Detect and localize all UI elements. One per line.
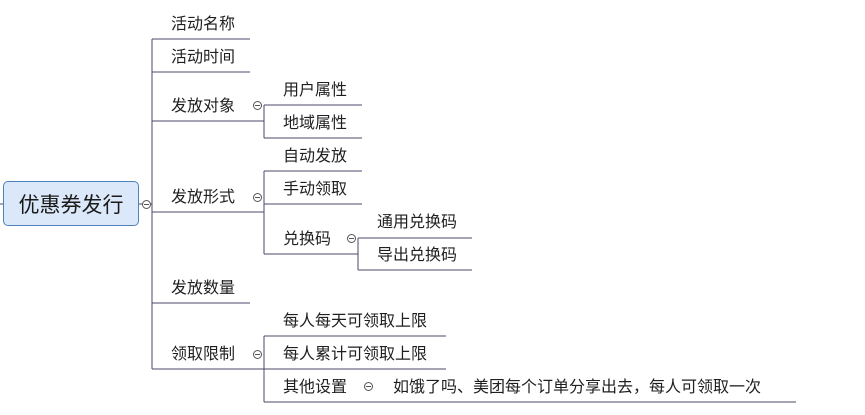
topic-claim-limit[interactable]: 领取限制 <box>171 344 236 363</box>
topic-redeem-code[interactable]: 兑换码 <box>283 229 332 248</box>
topic-total-limit[interactable]: 每人累计可领取上限 <box>283 344 428 363</box>
root-topic[interactable]: 优惠券发行 <box>3 181 139 226</box>
topic-manual-claim[interactable]: 手动领取 <box>283 179 348 198</box>
topic-user-attribute[interactable]: 用户属性 <box>283 80 348 99</box>
topic-other-settings[interactable]: 其他设置 <box>283 377 348 396</box>
topic-quantity[interactable]: 发放数量 <box>171 278 236 297</box>
topic-auto-issue[interactable]: 自动发放 <box>283 146 348 165</box>
collapse-toggle-icon[interactable] <box>364 382 373 391</box>
topic-other-note[interactable]: 如饿了吗、美团每个订单分享出去，每人可领取一次 <box>393 377 762 396</box>
collapse-toggle-icon[interactable] <box>253 101 262 110</box>
topic-general-code[interactable]: 通用兑换码 <box>377 212 458 231</box>
topic-daily-limit[interactable]: 每人每天可领取上限 <box>283 311 428 330</box>
topic-activity-time[interactable]: 活动时间 <box>171 47 236 66</box>
collapse-toggle-icon[interactable] <box>253 350 262 359</box>
collapse-toggle-icon[interactable] <box>347 234 356 243</box>
topic-region-attribute[interactable]: 地域属性 <box>283 113 348 132</box>
topic-target[interactable]: 发放对象 <box>171 96 236 115</box>
collapse-toggle-icon[interactable] <box>142 200 151 209</box>
root-topic-label: 优惠券发行 <box>18 192 124 217</box>
topic-activity-name[interactable]: 活动名称 <box>171 14 236 33</box>
topic-export-code[interactable]: 导出兑换码 <box>377 245 458 264</box>
collapse-toggle-icon[interactable] <box>253 193 262 202</box>
topic-form[interactable]: 发放形式 <box>171 187 236 206</box>
